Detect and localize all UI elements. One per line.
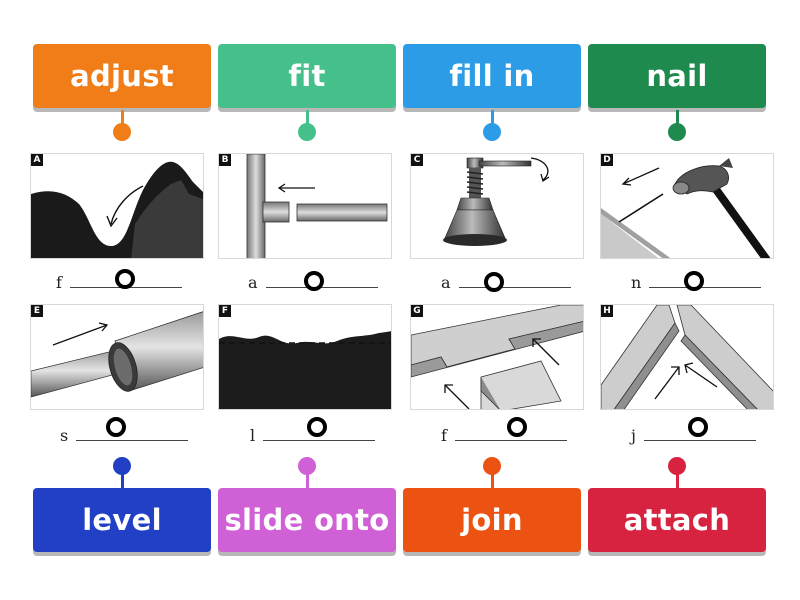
picture-e-pipe-slide: E	[30, 304, 204, 410]
picture-letter: C	[411, 154, 423, 166]
drop-target-b[interactable]	[304, 271, 324, 291]
picture-f-level-ground: F	[218, 304, 392, 410]
connector-stem	[676, 110, 679, 126]
picture-g-wood-joint: G	[410, 304, 584, 410]
connector-dot	[298, 457, 316, 475]
drop-target-c[interactable]	[484, 272, 504, 292]
picture-c-screw-jack: C	[410, 153, 584, 259]
word-tile-attach[interactable]: attach	[588, 488, 766, 552]
picture-letter: B	[219, 154, 231, 166]
answer-blank-h: j	[631, 423, 756, 445]
word-tile-adjust[interactable]: adjust	[33, 44, 211, 108]
word-tile-nail[interactable]: nail	[588, 44, 766, 108]
drop-target-h[interactable]	[688, 417, 708, 437]
drop-target-g[interactable]	[507, 417, 527, 437]
connector-stem	[491, 110, 494, 126]
picture-b-pipes: B	[218, 153, 392, 259]
picture-letter: F	[219, 305, 231, 317]
answer-blank-d: n	[631, 270, 762, 292]
picture-d-hammer: D	[600, 153, 774, 259]
picture-letter: H	[601, 305, 613, 317]
answer-initial: a	[441, 273, 451, 292]
connector-stem	[121, 110, 124, 126]
connector-stem	[121, 472, 124, 488]
word-tile-fit[interactable]: fit	[218, 44, 396, 108]
picture-a-hills: A	[30, 153, 204, 259]
connector-stem	[676, 472, 679, 488]
word-tile-fill-in[interactable]: fill in	[403, 44, 581, 108]
drop-target-f[interactable]	[307, 417, 327, 437]
answer-blank-f: l	[250, 423, 376, 445]
connector-dot	[668, 123, 686, 141]
answer-initial: s	[60, 426, 69, 445]
connector-dot	[113, 123, 131, 141]
word-tile-level[interactable]: level	[33, 488, 211, 552]
answer-initial: l	[250, 426, 256, 445]
connector-dot	[298, 123, 316, 141]
connector-stem	[306, 110, 309, 126]
drop-target-a[interactable]	[115, 269, 135, 289]
drop-target-e[interactable]	[106, 417, 126, 437]
picture-letter: G	[411, 305, 423, 317]
word-tile-join[interactable]: join	[403, 488, 581, 552]
picture-letter: A	[31, 154, 43, 166]
connector-dot	[668, 457, 686, 475]
answer-blank-g: f	[441, 423, 567, 445]
picture-letter: D	[601, 154, 613, 166]
answer-initial: j	[631, 426, 636, 445]
connector-dot	[483, 457, 501, 475]
answer-initial: f	[441, 426, 447, 445]
connector-stem	[306, 472, 309, 488]
connector-dot	[483, 123, 501, 141]
word-tile-slide-onto[interactable]: slide onto	[218, 488, 396, 552]
answer-blank-e: s	[60, 423, 189, 445]
connector-stem	[491, 472, 494, 488]
answer-initial: f	[56, 273, 62, 292]
drop-target-d[interactable]	[684, 271, 704, 291]
answer-blank-c: a	[441, 270, 571, 292]
picture-letter: E	[31, 305, 43, 317]
picture-h-frame-corner: H	[600, 304, 774, 410]
answer-initial: n	[631, 273, 642, 292]
answer-initial: a	[248, 273, 258, 292]
connector-dot	[113, 457, 131, 475]
